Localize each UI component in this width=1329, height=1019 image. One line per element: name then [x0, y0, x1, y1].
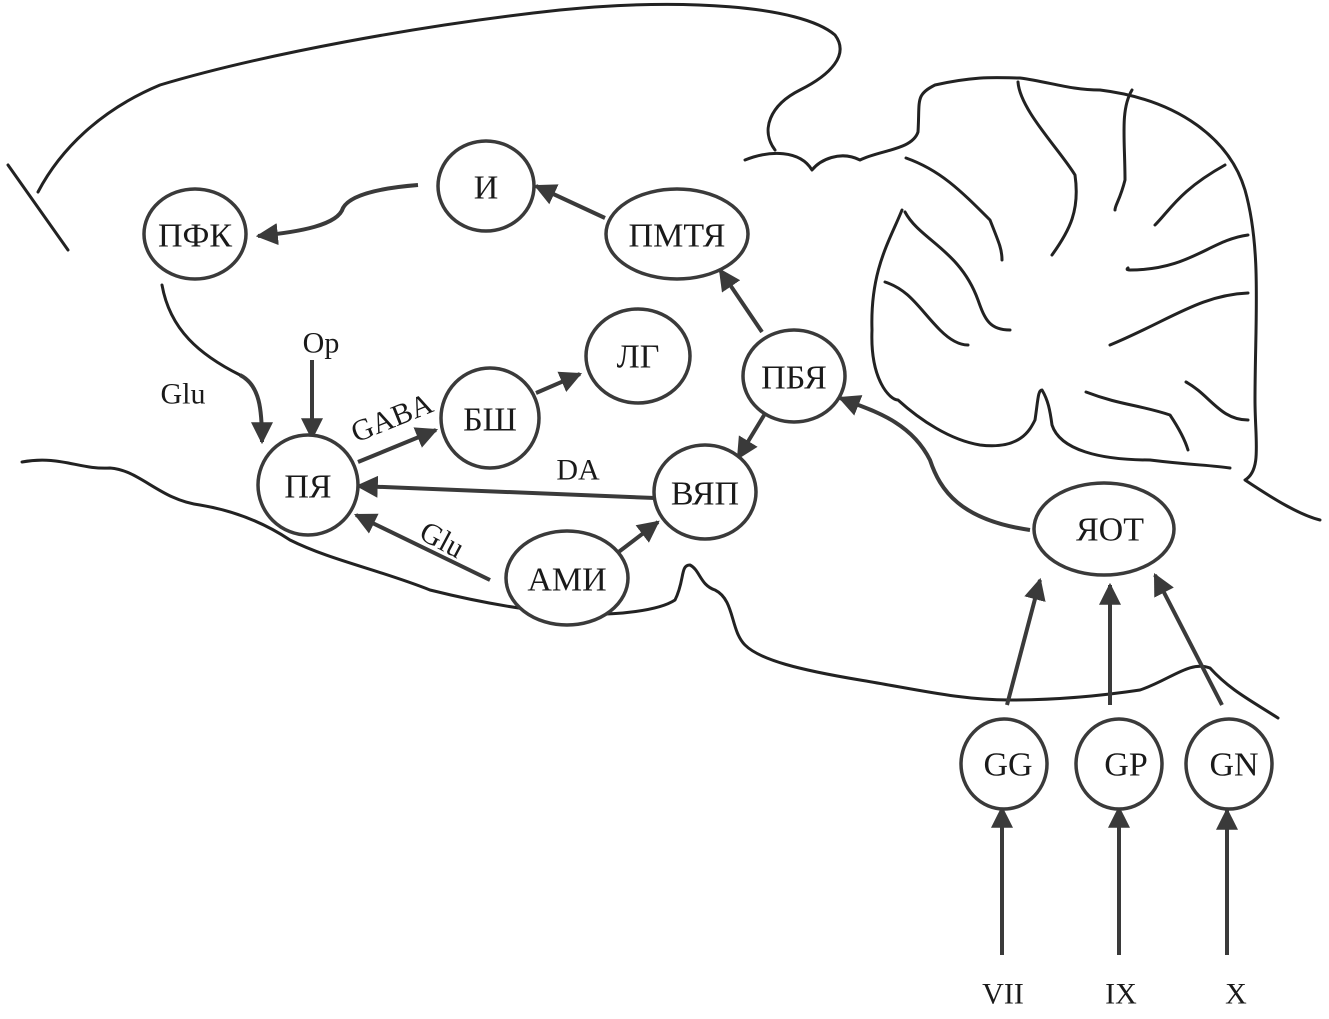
label-glu-pfk: Glu	[161, 378, 206, 411]
edge-pya-to-bsh	[357, 427, 439, 464]
edge-ami-to-vyap	[610, 520, 660, 559]
node-yot-label: ЯОТ	[1076, 512, 1144, 549]
node-ami-shape	[504, 529, 630, 627]
label-glu-ami: Glu	[414, 515, 469, 565]
edge-yot-to-pbya	[837, 395, 1031, 532]
node-lg-label: ЛГ	[617, 339, 660, 376]
node-pbya[interactable]: ПБЯ	[741, 328, 847, 424]
edge-pbya-to-vyap	[736, 410, 768, 460]
node-pfk-shape	[142, 187, 248, 281]
edge-pbya-to-pmtya	[718, 268, 764, 334]
label-gaba: GABA	[346, 387, 437, 450]
cerebellum-fold-1	[904, 156, 1004, 262]
node-bsh[interactable]: БШ	[439, 366, 541, 470]
cerebellum-fold-7	[883, 280, 970, 347]
cerebellum-fold-3	[1113, 88, 1134, 212]
node-gg-label: GG	[983, 747, 1032, 784]
node-vyap[interactable]: ВЯП	[652, 443, 758, 541]
node-yot-shape	[1032, 481, 1176, 577]
node-bsh-shape	[439, 366, 541, 470]
cerebellum-fold-6	[1108, 291, 1250, 347]
edge-gg-to-yot	[1005, 577, 1046, 706]
node-gg[interactable]: GG	[959, 717, 1049, 811]
node-yot[interactable]: ЯОТ	[1032, 481, 1176, 577]
node-pbya-label: ПБЯ	[761, 360, 827, 397]
cerebellum-fold-9	[1084, 390, 1190, 452]
node-pya-shape	[256, 433, 360, 537]
label-ix: IX	[1105, 978, 1137, 1011]
node-lg[interactable]: ЛГ	[584, 307, 692, 405]
node-gp-shape	[1074, 717, 1164, 811]
edge-ami-to-pya	[354, 513, 491, 582]
node-gp-label: GP	[1104, 747, 1147, 784]
node-pya[interactable]: ПЯ	[256, 433, 360, 537]
node-pfk-label: ПФК	[158, 218, 232, 255]
cerebellum-fold-5	[1125, 233, 1250, 272]
edge-vyap-to-pya	[355, 475, 656, 500]
ventral-outline	[20, 458, 1280, 720]
node-ami[interactable]: АМИ	[504, 529, 630, 627]
edge-bsh-to-lg	[535, 371, 583, 395]
node-pmtya-shape	[604, 187, 750, 281]
node-pmtya-label: ПМТЯ	[629, 218, 726, 255]
node-gn-shape	[1184, 717, 1274, 811]
brain-outline	[6, 2, 1322, 720]
label-x: X	[1225, 978, 1247, 1011]
cerebellum-fold-10	[1184, 380, 1250, 422]
edge-pfk-to-pya	[238, 373, 273, 445]
edge-i-to-pfk	[255, 183, 419, 246]
label-op: Op	[303, 327, 340, 360]
cerebellum-fold-4	[1153, 163, 1227, 227]
node-pmtya[interactable]: ПМТЯ	[604, 187, 750, 281]
node-gn[interactable]: GN	[1184, 717, 1274, 811]
node-pfk[interactable]: ПФК	[142, 187, 248, 281]
cerebellum-fold-2	[1016, 80, 1078, 257]
node-vyap-shape	[652, 443, 758, 541]
edge-gn-to-yot	[1153, 573, 1224, 706]
node-gn-label: GN	[1209, 747, 1258, 784]
node-vyap-label: ВЯП	[671, 476, 739, 513]
cerebellum-inner	[870, 208, 1232, 470]
node-pbya-shape	[741, 328, 847, 424]
edges	[238, 183, 1238, 955]
node-gg-shape	[959, 717, 1049, 811]
node-i-shape	[436, 139, 536, 233]
cortex-cerebellum-junction	[743, 76, 1322, 522]
glu-sweep-curve	[160, 283, 242, 377]
cerebellum-fold-8	[903, 210, 1012, 332]
edge-pmtya-to-i	[534, 184, 606, 220]
node-lg-shape	[584, 307, 692, 405]
olfactory-tip	[6, 163, 70, 252]
cortex-outline	[36, 2, 842, 194]
node-pya-label: ПЯ	[284, 469, 331, 506]
node-gp[interactable]: GP	[1074, 717, 1164, 811]
label-da: DA	[556, 454, 600, 487]
node-i-label: И	[474, 170, 499, 207]
node-i[interactable]: И	[436, 139, 536, 233]
label-vii: VII	[982, 978, 1024, 1011]
node-ami-label: АМИ	[527, 562, 606, 599]
node-bsh-label: БШ	[463, 402, 517, 439]
